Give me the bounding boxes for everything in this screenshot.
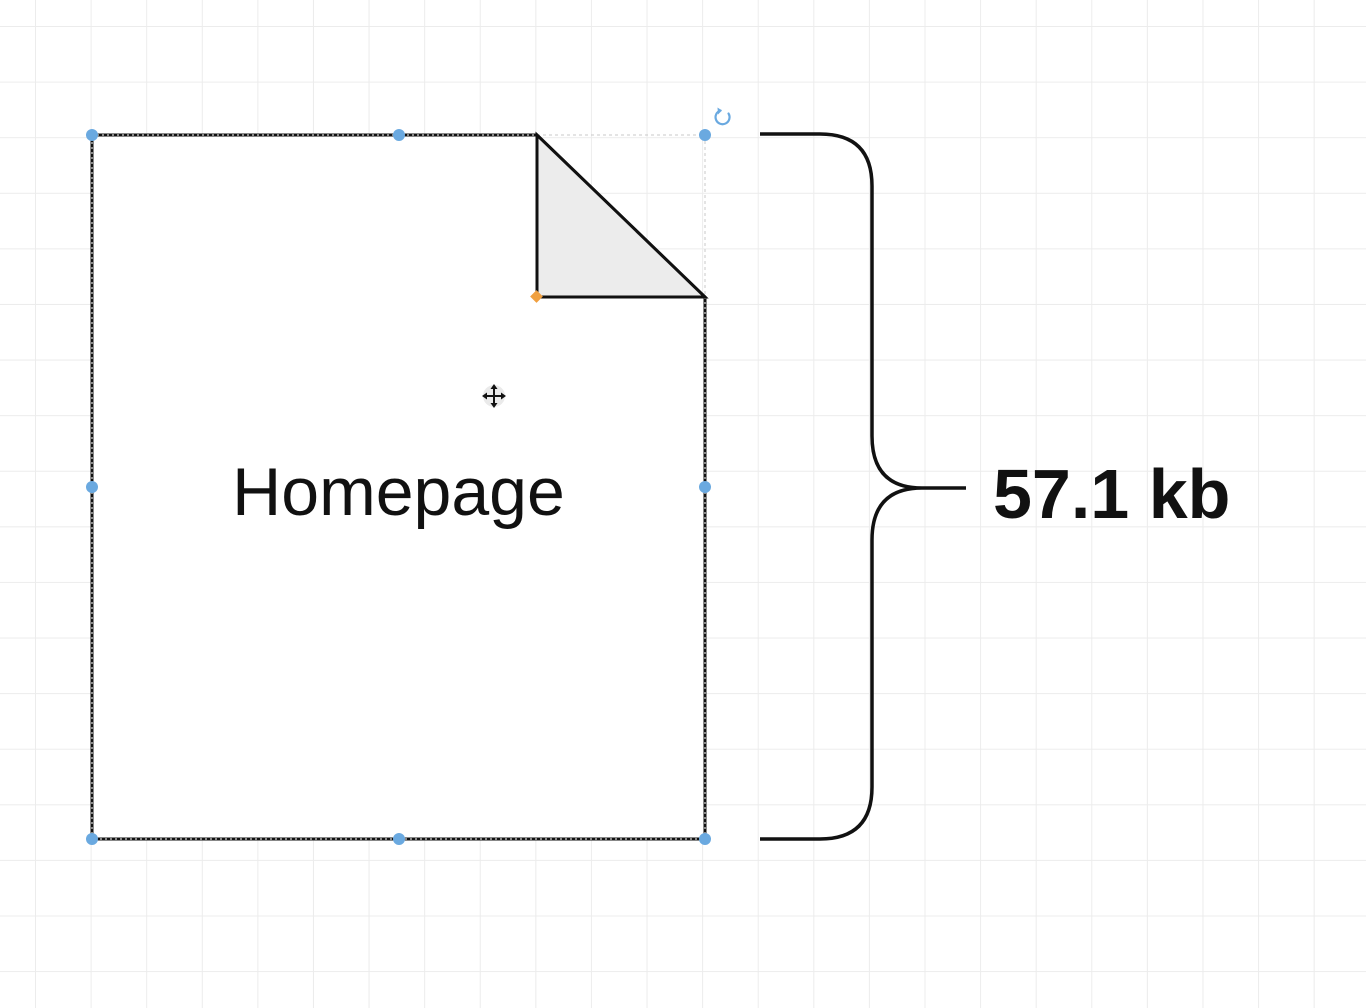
move-cursor-icon [482, 384, 506, 408]
resize-handle-bottom-center[interactable] [393, 833, 405, 845]
resize-handle-top-right[interactable] [699, 129, 711, 141]
selection-handles[interactable] [86, 129, 711, 845]
resize-handle-top-center[interactable] [393, 129, 405, 141]
folded-corner [535, 131, 709, 299]
resize-handle-top-left[interactable] [86, 129, 98, 141]
resize-handle-bottom-left[interactable] [86, 833, 98, 845]
document-label[interactable]: Homepage [232, 454, 565, 530]
resize-handle-middle-right[interactable] [699, 481, 711, 493]
resize-handle-middle-left[interactable] [86, 481, 98, 493]
rotate-handle-icon[interactable] [714, 107, 731, 126]
resize-handle-bottom-right[interactable] [699, 833, 711, 845]
size-annotation-label[interactable]: 57.1 kb [993, 455, 1231, 533]
curly-brace[interactable] [760, 132, 966, 841]
